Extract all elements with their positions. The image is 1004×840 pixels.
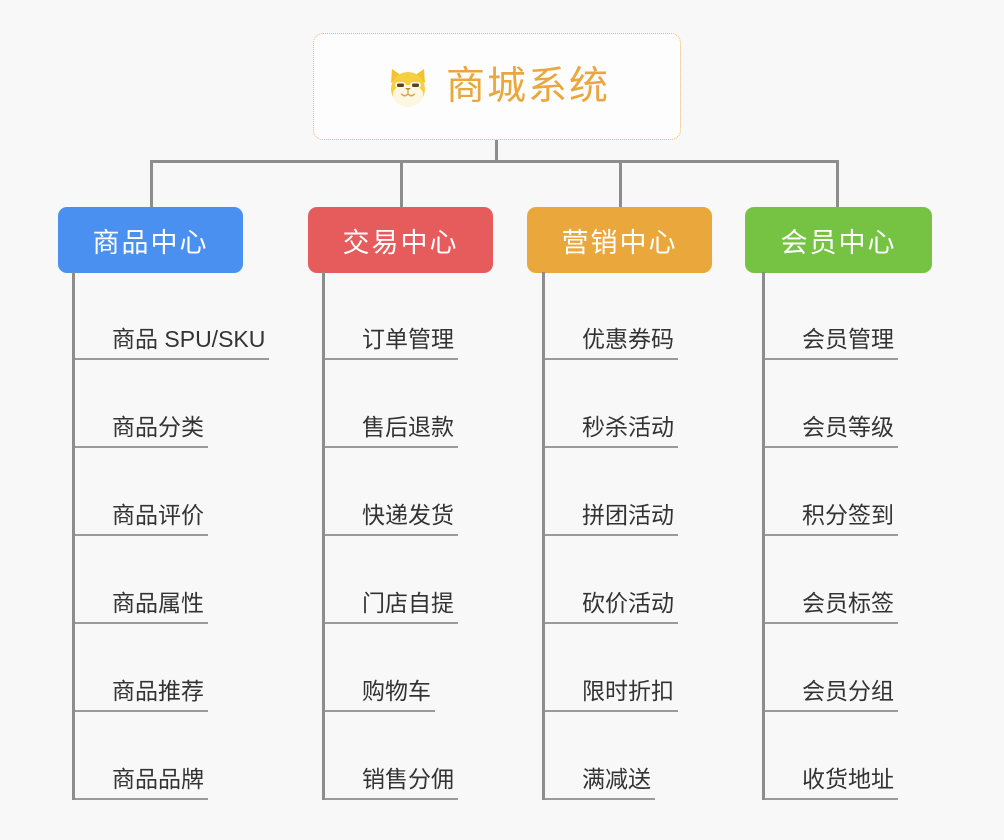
shiba-dog-icon xyxy=(384,63,432,111)
leaf-column-2: 优惠券码秒杀活动拼团活动砍价活动限时折扣满减送 xyxy=(542,272,678,800)
leaf-item-label: 积分签到 xyxy=(765,502,898,536)
leaf-item-label: 商品属性 xyxy=(75,590,208,624)
leaf-item-label: 门店自提 xyxy=(325,590,458,624)
category-label: 交易中心 xyxy=(342,227,459,258)
leaf-item[interactable]: 收货地址 xyxy=(762,712,898,800)
leaf-item[interactable]: 快递发货 xyxy=(322,448,458,536)
leaf-item[interactable]: 秒杀活动 xyxy=(542,360,678,448)
leaf-item-label: 收货地址 xyxy=(765,766,898,800)
leaf-item-label: 砍价活动 xyxy=(545,590,678,624)
category-box-2[interactable]: 营销中心 xyxy=(527,207,712,273)
branch-spine xyxy=(762,272,765,800)
leaf-item-label: 拼团活动 xyxy=(545,502,678,536)
leaf-item-label: 快递发货 xyxy=(325,502,458,536)
leaf-item-label: 商品品牌 xyxy=(75,766,208,800)
leaf-item[interactable]: 商品属性 xyxy=(72,536,269,624)
leaf-item-label: 限时折扣 xyxy=(545,678,678,712)
leaf-item[interactable]: 商品分类 xyxy=(72,360,269,448)
category-box-1[interactable]: 交易中心 xyxy=(308,207,493,273)
leaf-column-1: 订单管理售后退款快递发货门店自提购物车销售分佣 xyxy=(322,272,458,800)
leaf-item[interactable]: 商品评价 xyxy=(72,448,269,536)
leaf-item[interactable]: 商品 SPU/SKU xyxy=(72,272,270,360)
leaf-item[interactable]: 会员管理 xyxy=(762,272,898,360)
leaf-item[interactable]: 售后退款 xyxy=(322,360,458,448)
category-label: 商品中心 xyxy=(92,227,209,258)
leaf-item[interactable]: 满减送 xyxy=(542,712,678,800)
leaf-column-0: 商品 SPU/SKU 商品分类商品评价商品属性商品推荐商品品牌 xyxy=(72,272,270,800)
leaf-item-label: 满减送 xyxy=(545,766,655,800)
branch-spine xyxy=(322,272,325,800)
leaf-item-label: 商品 SPU/SKU xyxy=(75,326,270,360)
leaf-item-label: 会员分组 xyxy=(765,678,898,712)
root-title: 商城系统 xyxy=(445,65,610,108)
leaf-item[interactable]: 会员等级 xyxy=(762,360,898,448)
category-label: 会员中心 xyxy=(780,227,897,258)
leaf-item[interactable]: 会员标签 xyxy=(762,536,898,624)
leaf-item[interactable]: 会员分组 xyxy=(762,624,898,712)
connector-root-stem xyxy=(495,140,498,163)
category-box-3[interactable]: 会员中心 xyxy=(745,207,932,273)
connector-drop-4 xyxy=(836,160,839,207)
branch-spine xyxy=(542,272,545,800)
leaf-item-label: 会员等级 xyxy=(765,414,898,448)
connector-drop-2 xyxy=(400,160,403,207)
root-node-mall-system[interactable]: 商城系统 xyxy=(313,33,681,140)
leaf-item-label: 购物车 xyxy=(325,678,435,712)
leaf-item-label: 会员管理 xyxy=(765,326,898,360)
leaf-item-label: 销售分佣 xyxy=(325,766,458,800)
leaf-item-label: 会员标签 xyxy=(765,590,898,624)
leaf-item[interactable]: 商品品牌 xyxy=(72,712,269,800)
leaf-item[interactable]: 购物车 xyxy=(322,624,458,712)
leaf-item[interactable]: 积分签到 xyxy=(762,448,898,536)
leaf-item[interactable]: 拼团活动 xyxy=(542,448,678,536)
leaf-item-label: 订单管理 xyxy=(325,326,458,360)
category-label: 营销中心 xyxy=(561,227,678,258)
connector-bus xyxy=(150,160,839,163)
leaf-item-label: 秒杀活动 xyxy=(545,414,678,448)
leaf-item-label: 商品评价 xyxy=(75,502,208,536)
leaf-item[interactable]: 砍价活动 xyxy=(542,536,678,624)
connector-drop-1 xyxy=(150,160,153,207)
leaf-column-3: 会员管理会员等级积分签到会员标签会员分组收货地址 xyxy=(762,272,898,800)
leaf-item[interactable]: 销售分佣 xyxy=(322,712,458,800)
leaf-item[interactable]: 订单管理 xyxy=(322,272,458,360)
category-box-0[interactable]: 商品中心 xyxy=(58,207,243,273)
leaf-item[interactable]: 优惠券码 xyxy=(542,272,678,360)
leaf-item[interactable]: 商品推荐 xyxy=(72,624,269,712)
leaf-item[interactable]: 限时折扣 xyxy=(542,624,678,712)
leaf-item-label: 商品分类 xyxy=(75,414,208,448)
leaf-item[interactable]: 门店自提 xyxy=(322,536,458,624)
leaf-item-label: 优惠券码 xyxy=(545,326,678,360)
branch-spine xyxy=(72,272,75,800)
leaf-item-label: 商品推荐 xyxy=(75,678,208,712)
leaf-item-label: 售后退款 xyxy=(325,414,458,448)
connector-drop-3 xyxy=(619,160,622,207)
